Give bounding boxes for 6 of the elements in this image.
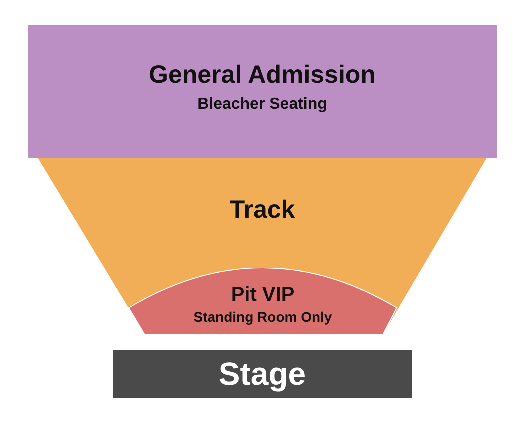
- stage-label: Stage: [218, 356, 306, 393]
- section-label: Track: [230, 196, 296, 225]
- section-sublabel: Bleacher Seating: [198, 96, 328, 114]
- section-sublabel: Standing Room Only: [194, 309, 332, 326]
- section-label: Pit VIP: [231, 284, 295, 307]
- section-label: General Admission: [149, 61, 376, 90]
